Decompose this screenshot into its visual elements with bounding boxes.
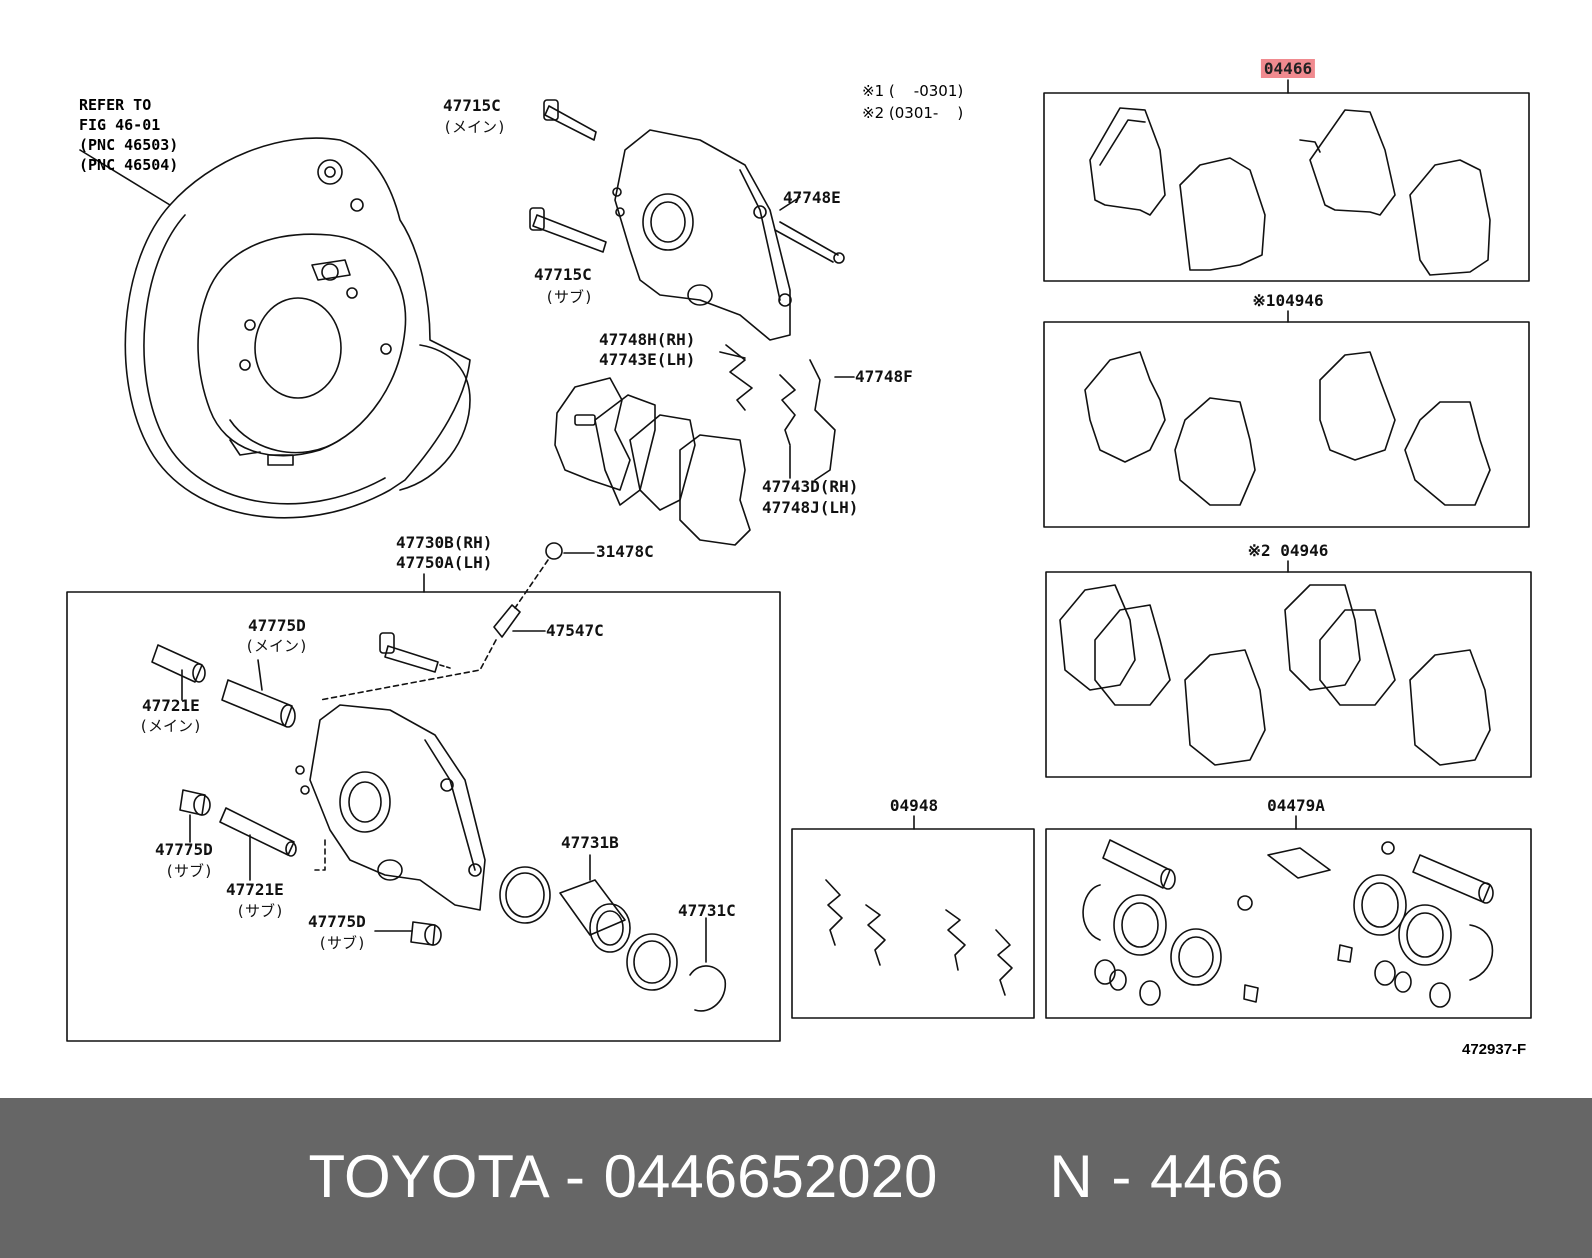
label-47715C-sub[interactable]: 47715C bbox=[534, 265, 592, 284]
label-47748J[interactable]: 47748J(LH) bbox=[762, 498, 859, 517]
clip-47743D bbox=[779, 374, 796, 446]
label-47715C-main-sub: (メイン) bbox=[443, 118, 507, 136]
ref-number: 4466 bbox=[1150, 1143, 1284, 1210]
label-47775D-main[interactable]: 47775D bbox=[248, 616, 306, 635]
footer-title: TOYOTA - 0446652020 N - 4466 bbox=[0, 1142, 1592, 1211]
label-04466-text: 04466 bbox=[1260, 59, 1316, 78]
diagram-drawing bbox=[66, 79, 1532, 1042]
label-04466[interactable]: 04466 bbox=[1260, 59, 1316, 78]
upper-caliper bbox=[529, 99, 845, 341]
range-notes: ※1 ( -0301) ※2 (0301- ) bbox=[862, 80, 963, 124]
ref-prefix: N bbox=[1049, 1143, 1093, 1210]
label-47547C[interactable]: 47547C bbox=[546, 621, 604, 640]
label-47721E-main-sub: (メイン) bbox=[139, 717, 203, 735]
note-1: ※1 ( -0301) bbox=[862, 82, 964, 100]
shims-204946 bbox=[1059, 584, 1491, 766]
box-204946 bbox=[1045, 571, 1532, 778]
label-47775D-sub1-sub: (サブ) bbox=[165, 862, 214, 880]
shims-104946 bbox=[1084, 351, 1491, 506]
label-47715C-main[interactable]: 47715C bbox=[443, 96, 501, 115]
separator: - bbox=[1111, 1143, 1132, 1210]
backing-plate bbox=[79, 137, 471, 519]
label-47748F[interactable]: 47748F bbox=[855, 367, 913, 386]
label-47730B[interactable]: 47730B(RH) bbox=[396, 533, 493, 552]
label-04479A[interactable]: 04479A bbox=[1267, 796, 1325, 815]
box-04479A bbox=[1045, 828, 1532, 1019]
label-47748E[interactable]: 47748E bbox=[783, 188, 841, 207]
label-47775D-sub2-sub: (サブ) bbox=[318, 934, 367, 952]
label-47731C[interactable]: 47731C bbox=[678, 901, 736, 920]
refer-line: FIG 46-01 bbox=[79, 116, 161, 134]
upper-pads bbox=[554, 377, 751, 546]
refer-line: REFER TO bbox=[79, 96, 152, 114]
label-47750A[interactable]: 47750A(LH) bbox=[396, 553, 493, 572]
label-104946[interactable]: ※104946 bbox=[1252, 291, 1324, 310]
label-04948[interactable]: 04948 bbox=[889, 796, 939, 815]
brand-name: TOYOTA bbox=[308, 1143, 547, 1210]
clips-04948 bbox=[825, 879, 1013, 996]
refer-note: REFER TO FIG 46-01 (PNC 46503) (PNC 4650… bbox=[79, 95, 178, 175]
box-04466 bbox=[1043, 92, 1530, 282]
label-47775D-sub1[interactable]: 47775D bbox=[155, 840, 213, 859]
part-number: 0446652020 bbox=[603, 1143, 938, 1210]
bleeder-parts bbox=[319, 542, 595, 701]
label-204946[interactable]: ※2 04946 bbox=[1247, 541, 1329, 560]
label-47721E-sub-sub: (サブ) bbox=[236, 902, 285, 920]
clip-47748F bbox=[809, 359, 836, 481]
label-47775D-sub2[interactable]: 47775D bbox=[308, 912, 366, 931]
parts-diagram: REFER TO FIG 46-01 (PNC 46503) (PNC 4650… bbox=[66, 59, 1532, 1058]
label-47743D[interactable]: 47743D(RH) bbox=[762, 477, 859, 496]
diagram-code: 472937-F bbox=[1462, 1041, 1527, 1058]
part-footer: TOYOTA - 0446652020 N - 4466 bbox=[0, 1098, 1592, 1258]
label-31478C[interactable]: 31478C bbox=[596, 542, 654, 561]
lower-caliper bbox=[295, 632, 486, 911]
kit-04479A bbox=[1082, 839, 1494, 1008]
box-04948 bbox=[791, 828, 1035, 1019]
separator: - bbox=[564, 1143, 585, 1210]
label-47721E-sub[interactable]: 47721E bbox=[226, 880, 284, 899]
box-caliper-assembly bbox=[66, 591, 781, 1042]
label-47731B[interactable]: 47731B bbox=[561, 833, 619, 852]
refer-line: (PNC 46504) bbox=[79, 156, 179, 174]
label-47715C-sub-sub: (サブ) bbox=[545, 288, 594, 306]
label-47721E-main[interactable]: 47721E bbox=[142, 696, 200, 715]
pads-04466 bbox=[1089, 107, 1491, 276]
label-47743E[interactable]: 47743E(LH) bbox=[599, 350, 696, 369]
box-104946 bbox=[1043, 321, 1530, 528]
note-2: ※2 (0301- ) bbox=[862, 104, 964, 122]
label-47748H[interactable]: 47748H(RH) bbox=[599, 330, 696, 349]
refer-line: (PNC 46503) bbox=[79, 136, 179, 154]
lower-small-parts bbox=[151, 644, 442, 946]
piston-seals bbox=[499, 854, 726, 1012]
label-47775D-main-sub: (メイン) bbox=[245, 637, 309, 655]
